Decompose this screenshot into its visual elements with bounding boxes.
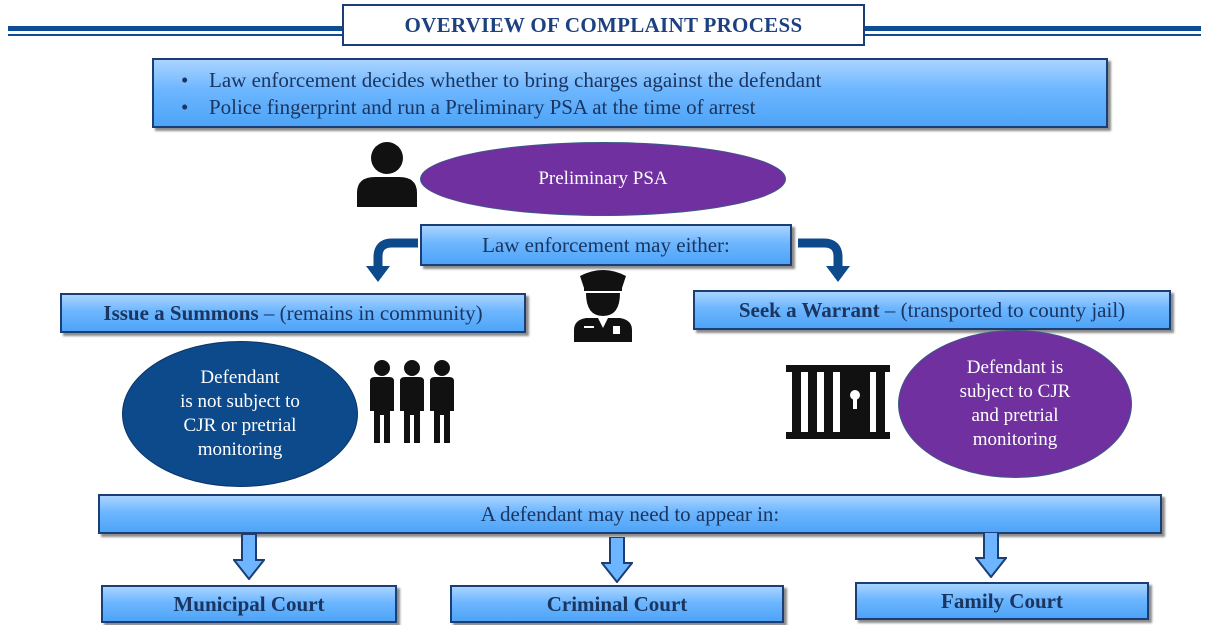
group-of-people-icon [370,360,454,443]
appear-in-bar: A defendant may need to appear in: [98,494,1162,534]
person-icon [357,142,417,207]
ellipse-line: subject to CJR [959,381,1071,402]
warrant-bold-label: Seek a Warrant [738,297,880,322]
ellipse-line: and pretrial [971,405,1059,426]
jail-cell-icon [786,365,890,439]
down-arrow-icon [601,537,633,583]
preliminary-psa-node: Preliminary PSA [420,142,786,216]
police-officer-icon [574,270,632,342]
down-arrow-icon [233,534,265,580]
law-enforcement-box: Law enforcement may either: [420,224,792,266]
ellipse-line: monitoring [197,439,283,460]
header-rule-right-thick [865,26,1201,31]
not-subject-ellipse: Defendant is not subject to CJR or pretr… [122,341,358,487]
ellipse-line: Defendant [200,367,280,388]
family-court-box: Family Court [855,582,1149,620]
bullet-item: Law enforcement decides whether to bring… [181,67,1106,94]
header-rule-right-thin [865,34,1201,36]
curved-arrow-left-icon [366,238,418,282]
criminal-court-box: Criminal Court [450,585,784,623]
curved-arrow-right-icon [798,238,850,282]
ellipse-line: Defendant is [966,357,1064,378]
summary-box: Law enforcement decides whether to bring… [152,58,1108,128]
ellipse-line: monitoring [972,429,1058,450]
down-arrow-icon [975,532,1007,578]
header-rule-left-thick [8,26,342,31]
ellipse-line: CJR or pretrial [183,415,297,436]
seek-warrant-box: Seek a Warrant – (transported to county … [693,290,1171,330]
page-title: OVERVIEW OF COMPLAINT PROCESS [342,4,865,46]
summons-bold-label: Issue a Summons [103,300,259,325]
issue-summons-box: Issue a Summons – (remains in community) [60,293,526,333]
subject-to-cjr-ellipse: Defendant is subject to CJR and pretrial… [898,330,1132,478]
summons-detail-label: – (remains in community) [258,300,483,325]
bullet-item: Police fingerprint and run a Preliminary… [181,94,1106,121]
header-rule-left-thin [8,34,342,36]
municipal-court-box: Municipal Court [101,585,397,623]
warrant-detail-label: – (transported to county jail) [879,297,1126,322]
ellipse-line: is not subject to [180,391,300,412]
